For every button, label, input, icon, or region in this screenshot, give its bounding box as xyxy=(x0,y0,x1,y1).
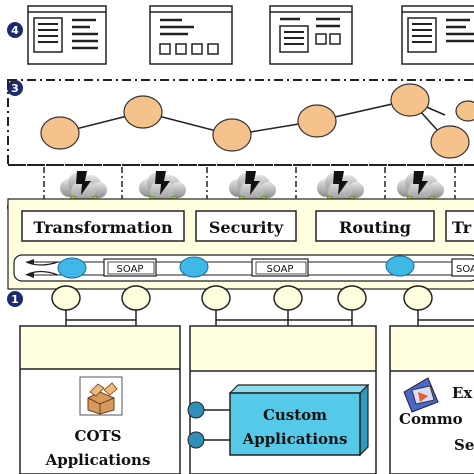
adapter-cloud-2 xyxy=(139,171,186,204)
bus-service-transformation: Transformation xyxy=(21,210,185,242)
component-icon xyxy=(187,383,370,457)
interface-connectors xyxy=(65,310,474,326)
layer-4-number: 4 xyxy=(11,24,19,37)
window-2 xyxy=(149,5,233,65)
soap-packet-3: SOAP xyxy=(451,258,474,277)
layer-3-badge xyxy=(7,80,23,96)
service-interface-5 xyxy=(337,285,367,311)
process-node-3 xyxy=(212,118,252,152)
adapter-cloud-5 xyxy=(397,171,444,204)
package-icon xyxy=(79,376,123,416)
adapter-cloud-4 xyxy=(317,171,364,204)
soap-label-2: SOAP xyxy=(267,264,294,275)
service-interface-1 xyxy=(51,285,81,311)
external-label-line-1: Ex xyxy=(452,384,473,402)
bus-node-2 xyxy=(179,256,209,278)
cots-label-line-1: COTS xyxy=(75,427,122,445)
layer-4-badge xyxy=(7,22,23,38)
cots-application-box: COTS Applications xyxy=(19,325,181,474)
component-port-1 xyxy=(187,401,205,419)
layer-3: 3 xyxy=(7,79,474,166)
external-label-line-2: Commo xyxy=(399,410,463,428)
process-flow-lines xyxy=(59,99,449,143)
window-4 xyxy=(401,5,474,65)
process-node-6 xyxy=(430,125,470,159)
layer-1: 1 xyxy=(7,285,474,326)
soap-packet-1: SOAP xyxy=(103,258,157,277)
process-node-2 xyxy=(123,95,163,129)
external-application-box: Ex Commo Se xyxy=(389,325,474,474)
bus-service-routing: Routing xyxy=(315,210,435,242)
soap-packet-2: SOAP xyxy=(251,258,309,277)
service-interfaces xyxy=(51,285,433,311)
layer-1-badge xyxy=(7,291,23,307)
custom-label-line-1: Custom xyxy=(263,406,327,424)
external-label-line-3: Se xyxy=(454,436,474,454)
external-service-icon xyxy=(403,377,439,413)
window-1 xyxy=(27,5,107,65)
cots-label-line-2: Applications xyxy=(45,451,151,469)
process-node-1 xyxy=(40,116,80,150)
process-node-7 xyxy=(455,100,474,122)
process-node-5 xyxy=(390,83,430,117)
orchestration-frame xyxy=(7,79,474,166)
bus-node-3 xyxy=(385,255,415,277)
service-interface-6 xyxy=(403,285,433,311)
bus-nodes xyxy=(57,255,415,279)
process-nodes xyxy=(40,83,474,159)
bus-service-security: Security xyxy=(195,210,297,242)
service-interface-3 xyxy=(201,285,231,311)
window-3 xyxy=(269,5,353,65)
layer-1-number: 1 xyxy=(11,293,19,306)
bus-service-label-security: Security xyxy=(209,218,284,237)
process-node-4 xyxy=(297,104,337,138)
adapter-cloud-1 xyxy=(60,171,107,204)
custom-application-box: Custom Applications xyxy=(187,325,377,474)
soap-label-3: SOAP xyxy=(456,264,474,275)
soap-label-1: SOAP xyxy=(117,264,144,275)
bus-service-label-transformation: Transformation xyxy=(33,218,173,237)
component-port-2 xyxy=(187,431,205,449)
bus-service-truncated: Tr xyxy=(445,210,474,242)
layer-3-number: 3 xyxy=(11,82,19,95)
service-interface-2 xyxy=(121,285,151,311)
bus-node-1 xyxy=(57,257,87,279)
layer-4: 4 xyxy=(7,5,474,65)
custom-label-line-2: Applications xyxy=(242,430,348,448)
applications: COTS Applications Custom Applications xyxy=(19,325,474,474)
layer-2: 2 Transformation Security Routing Tr xyxy=(7,198,474,290)
bus-service-label-routing: Routing xyxy=(339,218,411,237)
bus-service-label-truncated: Tr xyxy=(452,218,472,237)
service-interface-4 xyxy=(273,285,303,311)
